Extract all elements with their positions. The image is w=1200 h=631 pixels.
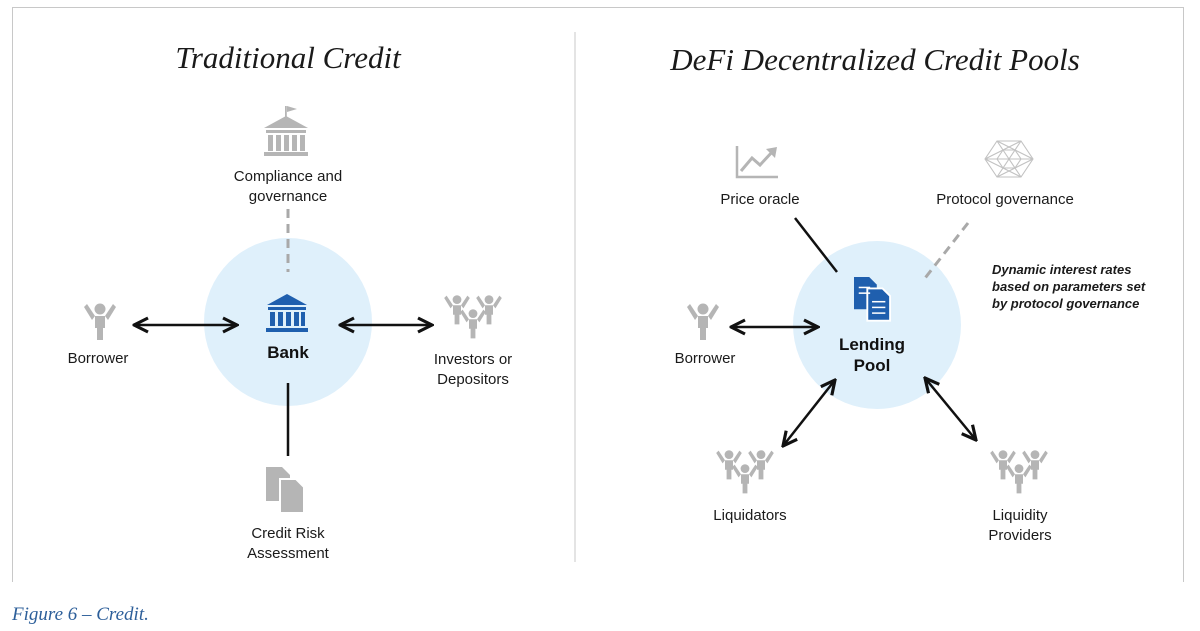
bank-icon	[266, 294, 308, 332]
chart-icon	[735, 146, 778, 179]
lending-pool-circle	[793, 241, 961, 409]
investors-label: Investors or Depositors	[433, 351, 513, 388]
network-mesh-icon	[984, 140, 1034, 178]
governance-dashed-line	[920, 222, 970, 283]
credit-risk-label: Credit Risk Assessment	[247, 525, 329, 562]
lending-pool-label: Lending Pool	[838, 335, 906, 375]
traditional-credit-title: Traditional Credit	[175, 40, 401, 75]
bank-label: Bank	[267, 343, 309, 362]
interest-rate-note: Dynamic interest rates based on paramete…	[992, 262, 1146, 311]
borrower-person-icon	[84, 303, 116, 340]
price-oracle-label: Price oracle	[720, 191, 800, 208]
borrower-label: Borrower	[67, 350, 129, 367]
documents-icon	[265, 466, 305, 514]
protocol-governance-label: Protocol governance	[936, 191, 1074, 208]
figure-caption: Figure 6 – Credit.	[12, 604, 149, 625]
liquidators-group-icon	[716, 450, 774, 494]
investors-group-icon	[444, 295, 502, 339]
defi-borrower-label: Borrower	[674, 350, 736, 367]
providers-group-icon	[990, 450, 1048, 494]
defi-borrower-person-icon	[687, 303, 719, 340]
lending-documents-icon	[853, 276, 892, 322]
liquidity-providers-label: Liquidity Providers	[988, 507, 1052, 544]
government-building-icon	[264, 106, 308, 156]
compliance-label: Compliance and governance	[233, 168, 343, 205]
oracle-pool-line	[794, 217, 838, 273]
pool-providers-arrow	[925, 378, 976, 440]
defi-credit-title: DeFi Decentralized Credit Pools	[670, 42, 1080, 77]
liquidators-label: Liquidators	[713, 507, 787, 524]
figure-frame	[12, 7, 1184, 582]
liquidators-pool-arrow	[783, 380, 835, 446]
